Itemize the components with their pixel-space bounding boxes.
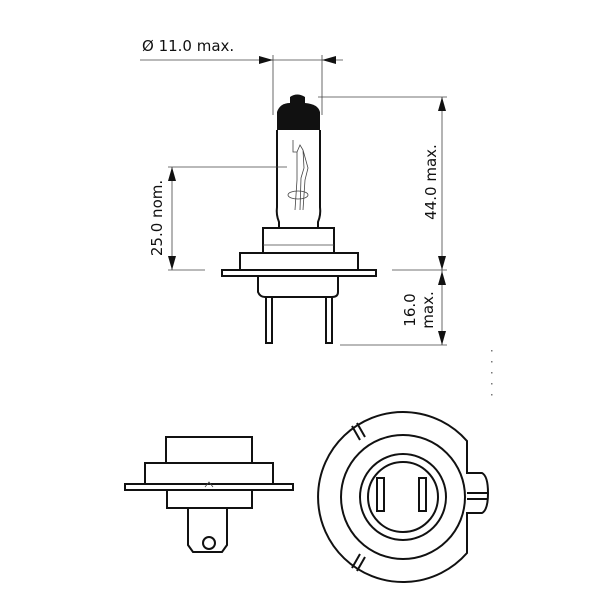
diameter-label: Ø 11.0 max. bbox=[142, 37, 234, 55]
pin-left bbox=[376, 477, 385, 512]
light-center-dimension: 25.0 nom. bbox=[148, 166, 287, 271]
base-end-view bbox=[317, 411, 490, 583]
arrow-icon bbox=[259, 56, 273, 64]
dotted-marks bbox=[491, 350, 493, 396]
diameter-dimension: Ø 11.0 max. bbox=[140, 37, 343, 115]
overall-length-dimension: 44.0 max. bbox=[318, 96, 447, 345]
light-center-label: 25.0 nom. bbox=[148, 180, 166, 256]
pin-length-suffix: max. bbox=[419, 291, 437, 328]
arrow-icon bbox=[322, 56, 336, 64]
pin-length-value: 16.0 bbox=[401, 293, 419, 326]
pin-length-dimension: 16.0 max. bbox=[340, 271, 447, 346]
pin-right bbox=[418, 477, 427, 512]
base-side-view bbox=[124, 436, 294, 553]
bulb-cap bbox=[277, 103, 320, 130]
bulb-side-view bbox=[221, 94, 377, 344]
overall-length-label: 44.0 max. bbox=[422, 144, 440, 220]
